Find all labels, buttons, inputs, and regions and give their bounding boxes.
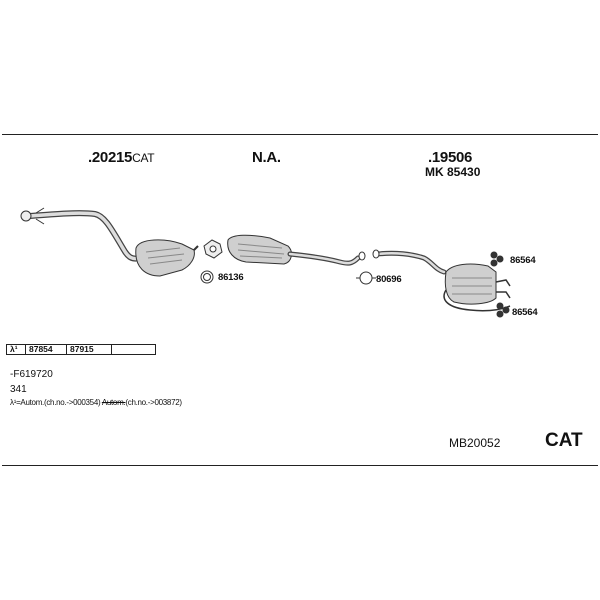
gasket-flange-number: 86136 bbox=[218, 272, 244, 283]
hanger-bottom-number: 86564 bbox=[512, 307, 538, 318]
hanger-top-number: 86564 bbox=[510, 255, 536, 266]
lambda-head: λ¹ bbox=[6, 344, 26, 355]
middle-silencer bbox=[227, 234, 292, 265]
gasket-mid-number: 80696 bbox=[376, 274, 402, 285]
front-pipe bbox=[20, 207, 143, 262]
rear-part-number: .19506 bbox=[428, 149, 473, 166]
system-code: MB20052 bbox=[449, 436, 501, 450]
rear-silencer bbox=[444, 263, 511, 305]
flange-gasket bbox=[200, 239, 223, 284]
lambda-sensor-3 bbox=[111, 344, 156, 355]
note-line-2: 341 bbox=[10, 384, 27, 395]
rear-mk-number: MK 85430 bbox=[425, 165, 481, 179]
catalytic-converter bbox=[135, 239, 199, 277]
na-label: N.A. bbox=[252, 149, 281, 166]
note-line-3: λ¹=Autom.(ch.no.->000354) Autom.(ch.no.-… bbox=[10, 398, 182, 407]
lambda-sensor-table: λ¹ 87854 87915 bbox=[6, 344, 156, 355]
lambda-sensor-1: 87854 bbox=[25, 344, 67, 355]
middle-gasket bbox=[356, 271, 376, 285]
hanger-top bbox=[490, 251, 504, 267]
note-line-1: -F619720 bbox=[10, 369, 53, 380]
diagram-frame bbox=[2, 134, 598, 466]
hanger-bottom bbox=[496, 302, 510, 318]
lambda-sensor-2: 87915 bbox=[66, 344, 112, 355]
cat-part-number: .20215CAT bbox=[88, 149, 155, 166]
cat-badge: CAT bbox=[545, 430, 583, 451]
intermediate-pipe bbox=[287, 251, 366, 266]
